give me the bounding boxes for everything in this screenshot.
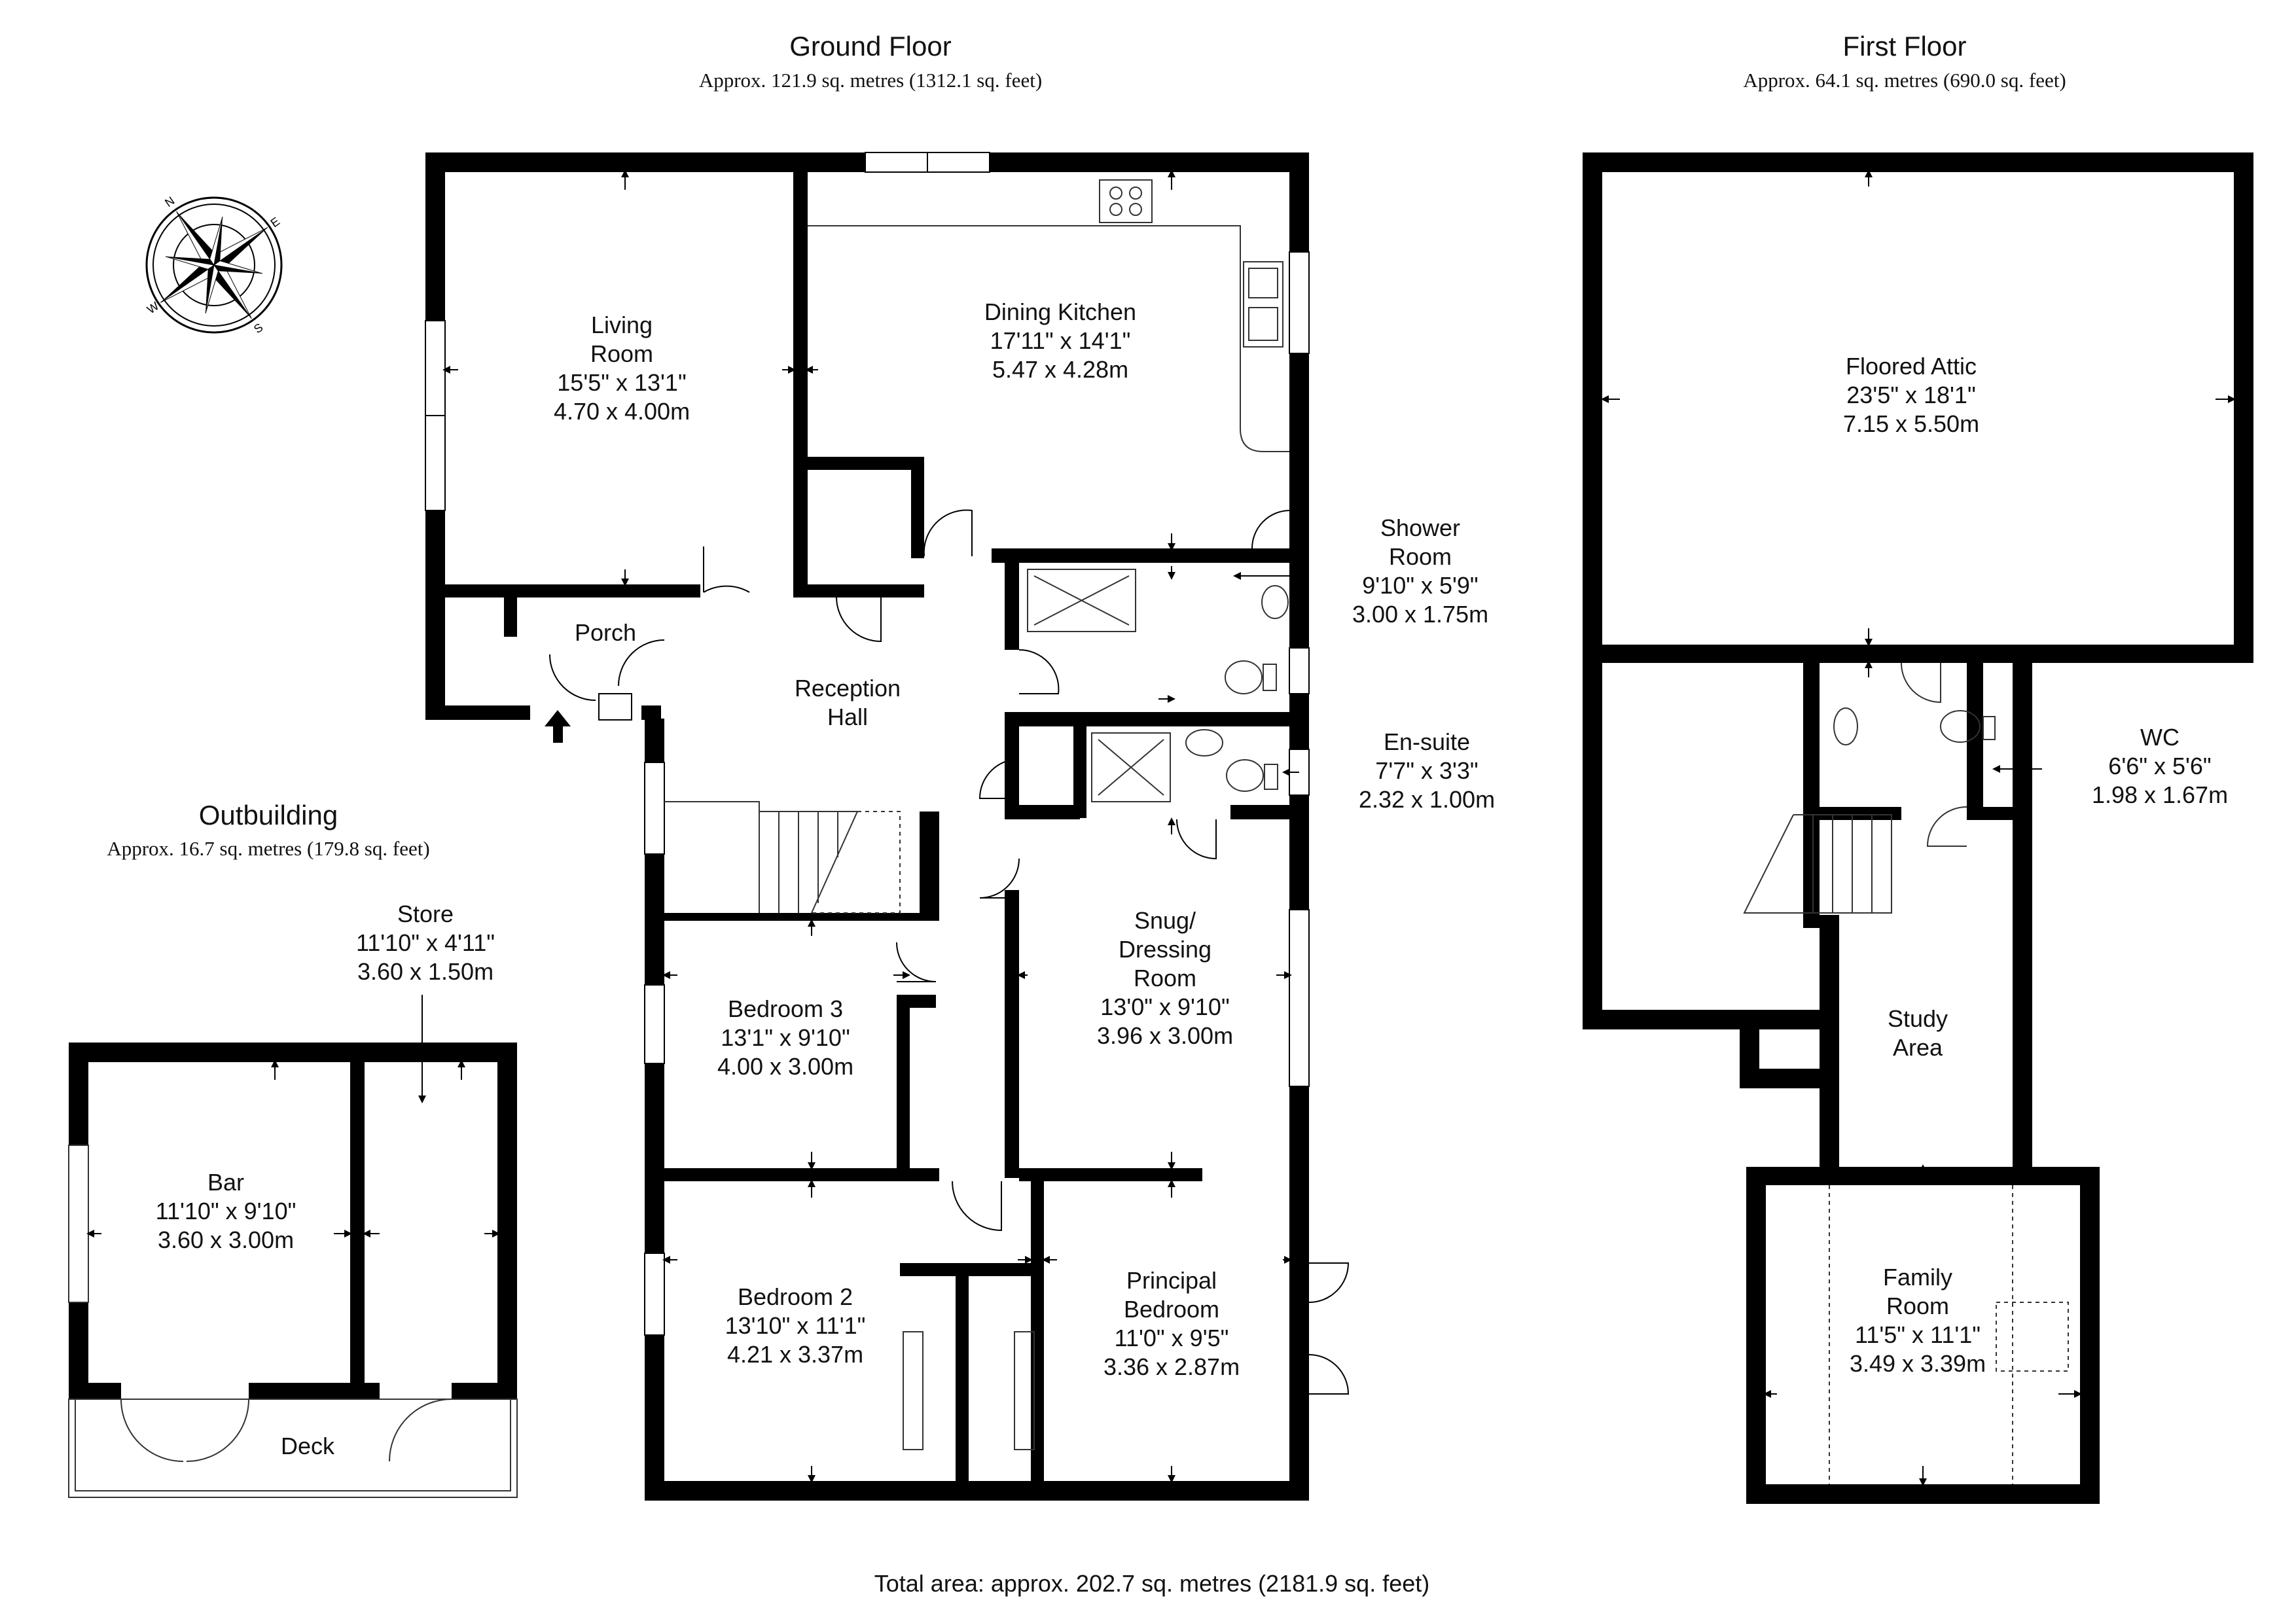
total-area: Total area: approx. 202.7 sq. metres (21… <box>874 1570 1430 1597</box>
room-principal-bedroom: Principal Bedroom 11'0" x 9'5" 3.36 x 2.… <box>1073 1266 1270 1382</box>
room-porch: Porch <box>574 619 637 646</box>
room-name: Principal Bedroom <box>1123 1267 1220 1323</box>
room-imperial: 9'10" x 5'9" <box>1362 571 1479 599</box>
room-imperial: 11'10" x 9'10" <box>155 1197 296 1224</box>
room-name: Store <box>397 901 454 927</box>
room-imperial: 7'7" x 3'3" <box>1375 757 1479 784</box>
room-name: Bar <box>207 1169 245 1196</box>
entrance-arrow-icon <box>545 710 571 743</box>
room-metric: 2.32 x 1.00m <box>1358 785 1496 813</box>
room-metric: 3.60 x 1.50m <box>357 957 494 985</box>
room-metric: 3.96 x 3.00m <box>1096 1022 1234 1049</box>
room-living-room: Living Room 15'5" x 13'1" 4.70 x 4.00m <box>511 311 733 426</box>
room-dining-kitchen: Dining Kitchen 17'11" x 14'1" 5.47 x 4.2… <box>936 298 1185 384</box>
ground-floor-fixtures <box>664 179 1289 1450</box>
outbuilding-area: Approx. 16.7 sq. metres (179.8 sq. feet) <box>107 837 430 860</box>
compass-letter-s: S <box>251 321 265 336</box>
first-floor-walls <box>1583 152 2253 1504</box>
room-imperial: 13'1" x 9'10" <box>721 1024 850 1051</box>
room-metric: 3.49 x 3.39m <box>1849 1349 1986 1377</box>
room-name: Floored Attic <box>1845 353 1977 380</box>
room-name: Living Room <box>590 312 654 367</box>
room-name: Shower Room <box>1380 514 1461 570</box>
room-name: Dining Kitchen <box>984 298 1137 325</box>
first-floor-title: First Floor <box>1842 31 1967 62</box>
room-reception-hall: Reception Hall <box>794 675 901 730</box>
room-bedroom-3: Bedroom 3 13'1" x 9'10" 4.00 x 3.00m <box>691 995 880 1081</box>
room-metric: 3.60 x 3.00m <box>157 1226 295 1253</box>
first-floor-ticks <box>1601 169 2236 1486</box>
room-name: WC <box>2140 724 2179 751</box>
room-name: Family Room <box>1883 1264 1952 1319</box>
compass-rose-icon: N E S W <box>145 194 283 336</box>
outbuilding-title: Outbuilding <box>198 800 338 830</box>
room-metric: 3.36 x 2.87m <box>1103 1353 1240 1380</box>
room-snug: Snug/ Dressing Room 13'0" x 9'10" 3.96 x… <box>1060 906 1270 1050</box>
room-metric: 4.21 x 3.37m <box>726 1340 864 1368</box>
ground-floor-walls <box>425 152 1309 1501</box>
room-metric: 3.00 x 1.75m <box>1352 600 1489 628</box>
room-deck: Deck <box>280 1433 335 1459</box>
ground-floor-ticks <box>442 169 1299 1483</box>
room-family-room: Family Room 11'5" x 11'1" 3.49 x 3.39m <box>1820 1263 2016 1378</box>
room-name: En-suite <box>1383 728 1471 755</box>
ground-floor-title: Ground Floor <box>789 31 952 62</box>
room-metric: 5.47 x 4.28m <box>992 355 1129 383</box>
room-imperial: 13'10" x 11'1" <box>725 1311 866 1339</box>
room-imperial: 6'6" x 5'6" <box>2108 752 2212 779</box>
room-imperial: 17'11" x 14'1" <box>990 327 1131 354</box>
first-floor-area: Approx. 64.1 sq. metres (690.0 sq. feet) <box>1743 69 2066 92</box>
room-imperial: 11'5" x 11'1" <box>1854 1321 1981 1348</box>
compass-letter-n: N <box>162 194 177 209</box>
room-metric: 4.70 x 4.00m <box>553 397 691 425</box>
ground-floor-area: Approx. 121.9 sq. metres (1312.1 sq. fee… <box>698 69 1043 92</box>
room-metric: 4.00 x 3.00m <box>717 1052 854 1080</box>
room-imperial: 11'10" x 4'11" <box>355 929 495 956</box>
room-name: Snug/ Dressing Room <box>1118 907 1212 991</box>
room-imperial: 23'5" x 18'1" <box>1846 381 1976 408</box>
room-study-area: Study Area <box>1887 1005 1948 1061</box>
outbuilding-ticks <box>86 995 500 1238</box>
room-store: Store 11'10" x 4'11" 3.60 x 1.50m <box>327 900 524 986</box>
room-wc: WC 6'6" x 5'6" 1.98 x 1.67m <box>2068 723 2251 810</box>
room-imperial: 11'0" x 9'5" <box>1114 1324 1229 1351</box>
room-bedroom-2: Bedroom 2 13'10" x 11'1" 4.21 x 3.37m <box>697 1283 893 1369</box>
room-shower-room: Shower Room 9'10" x 5'9" 3.00 x 1.75m <box>1329 514 1512 629</box>
room-en-suite: En-suite 7'7" x 3'3" 2.32 x 1.00m <box>1342 728 1512 814</box>
room-name: Bedroom 2 <box>737 1283 853 1310</box>
room-floored-attic: Floored Attic 23'5" x 18'1" 7.15 x 5.50m <box>1806 352 2016 438</box>
room-metric: 1.98 x 1.67m <box>2091 781 2229 808</box>
room-metric: 7.15 x 5.50m <box>1842 410 1980 437</box>
room-bar: Bar 11'10" x 9'10" 3.60 x 3.00m <box>124 1168 327 1255</box>
first-floor-fixtures <box>1743 662 2069 1484</box>
room-name: Bedroom 3 <box>727 995 844 1022</box>
room-imperial: 13'0" x 9'10" <box>1100 993 1230 1020</box>
room-imperial: 15'5" x 13'1" <box>557 368 687 396</box>
outbuilding-details <box>68 1145 518 1498</box>
